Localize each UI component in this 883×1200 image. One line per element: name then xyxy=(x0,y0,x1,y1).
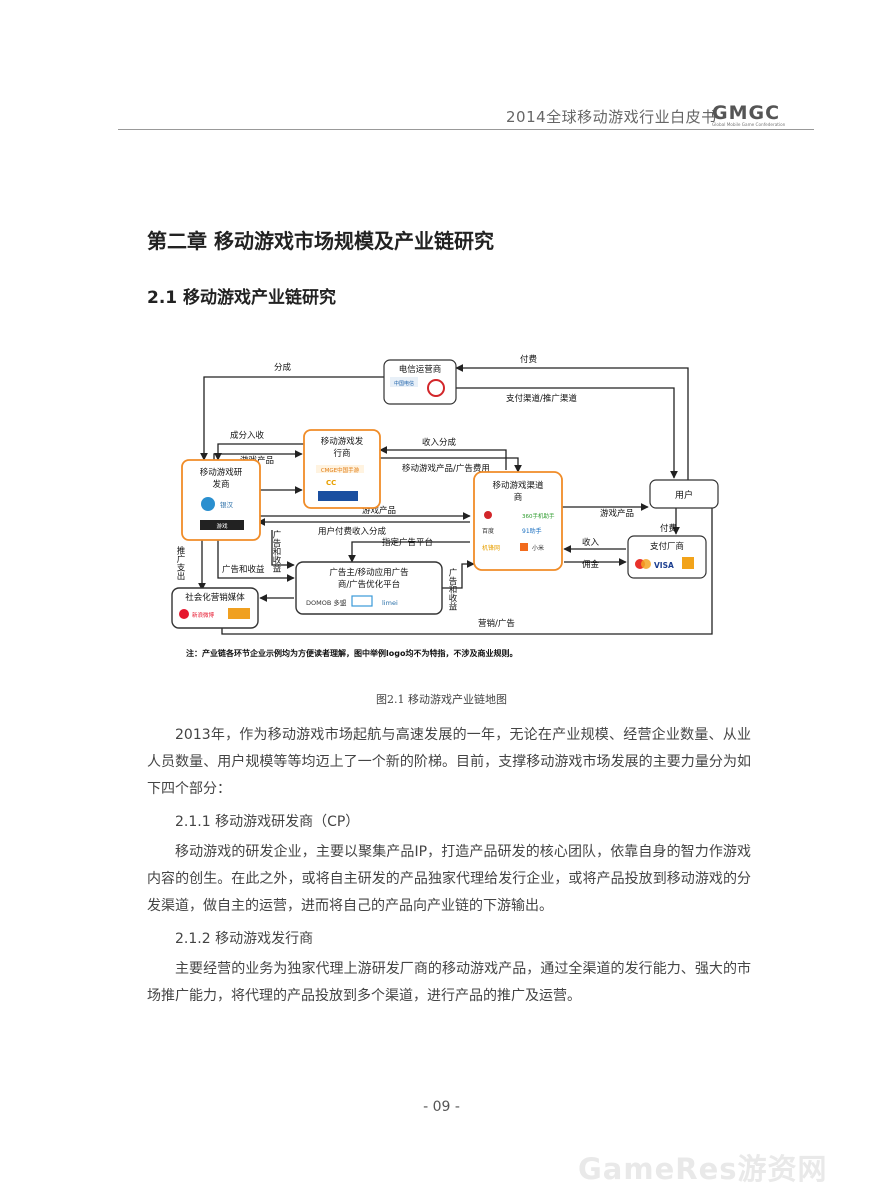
svg-text:移动游戏发: 移动游戏发 xyxy=(321,436,364,447)
watermark: GameRes游资网 xyxy=(578,1152,828,1186)
node-publisher: 移动游戏发 行商 CMGE中国手游 CC xyxy=(303,429,381,509)
edge-label-product-ad-fee: 移动游戏产品/广告费用 xyxy=(402,463,490,474)
svg-text:支付厂商: 支付厂商 xyxy=(650,541,684,552)
section-title: 2.1 移动游戏产业链研究 xyxy=(147,288,337,308)
figure-caption: 图2.1 移动游戏产业链地图 xyxy=(376,693,507,706)
edge-label-game-product-3: 游戏产品 xyxy=(600,508,634,519)
svg-text:发商: 发商 xyxy=(212,479,229,490)
edge-label-designated-ad: 指定广告平台 xyxy=(382,537,433,548)
svg-text:电信运营商: 电信运营商 xyxy=(399,364,442,375)
node-ad-platform: 广告主/移动应用广告 商/广告优化平台 DOMOB 多盟 limei xyxy=(295,561,443,615)
svg-text:移动游戏研: 移动游戏研 xyxy=(200,467,243,478)
paragraph-intro: 2013年，作为移动游戏市场起航与高速发展的一年，无论在产业规模、经营企业数量、… xyxy=(147,727,751,797)
svg-text:社会化营销媒体: 社会化营销媒体 xyxy=(185,592,245,603)
paragraph-publisher: 主要经营的业务为独家代理上游研发厂商的移动游戏产品，通过全渠道的发行能力、强大的… xyxy=(147,961,751,1004)
edge-label-income-share: 收入分成 xyxy=(422,437,457,448)
edge-label-promo-expense: 推广支出 xyxy=(175,545,185,581)
header-divider xyxy=(118,129,814,130)
edge-label-marketing-ad: 营销/广告 xyxy=(478,618,515,629)
logo-360: 360手机助手 xyxy=(522,512,555,520)
svg-text:广告主/移动应用广告: 广告主/移动应用广告 xyxy=(329,567,408,578)
edge-label-income: 收入 xyxy=(582,537,600,548)
subsection-title-cp: 2.1.1 移动游戏研发商（CP） xyxy=(175,814,360,830)
logo-cmge: CMGE中国手游 xyxy=(321,466,360,474)
chapter-title: 第二章 移动游戏市场规模及产业链研究 xyxy=(147,229,494,253)
edge-label-game-product-2: 游戏产品 xyxy=(362,505,396,516)
edge-label-share: 分成 xyxy=(274,362,292,373)
edge-label-pay-fee: 付费 xyxy=(520,354,538,365)
logo-xiaomi: 小米 xyxy=(532,544,544,552)
diagram-note: 注：产业链各环节企业示例均为方便读者理解，图中举例logo均不为特指，不涉及商业… xyxy=(186,648,517,658)
subsection-title-publisher: 2.1.2 移动游戏发行商 xyxy=(175,931,314,947)
edge-label-ad-and-revenue: 广告和收益 xyxy=(222,564,265,575)
logo-weibo: 新浪微博 xyxy=(192,611,215,619)
logo-gfan: 机锋网 xyxy=(482,544,500,552)
node-payment: 支付厂商 VISA xyxy=(627,535,707,579)
svg-text:商/广告优化平台: 商/广告优化平台 xyxy=(338,579,400,590)
node-channel: 移动游戏渠道 商 360手机助手 百度 91助手 机锋网 小米 xyxy=(473,471,563,571)
edge-label-ad-revenue-v: 广告和收益 xyxy=(271,529,281,572)
node-telecom: 电信运营商 中国电信 xyxy=(383,359,457,405)
node-user: 用户 xyxy=(649,479,719,509)
edge-label-ad-revenue-v2: 广告和收益 xyxy=(447,567,457,610)
logo-91: 91助手 xyxy=(522,527,542,535)
edge-label-pay-fee-2: 付费 xyxy=(660,523,678,534)
svg-text:用户: 用户 xyxy=(675,489,693,501)
logo-domob: DOMOB 多盟 xyxy=(306,598,347,607)
logo-baidu: 百度 xyxy=(482,527,494,535)
logo-telecom: 中国电信 xyxy=(394,380,414,387)
paragraph-cp: 移动游戏的研发企业，主要以聚集产品IP，打造产品研发的核心团队，依靠自身的智力作… xyxy=(147,844,751,914)
svg-text:行商: 行商 xyxy=(333,448,350,459)
logo-dev-b: 游戏 xyxy=(216,522,228,530)
logo-yinhan: 银汉 xyxy=(220,500,234,509)
logo-cc: CC xyxy=(326,479,336,487)
logo-limei: limei xyxy=(382,599,398,607)
node-social-media: 社会化营销媒体 新浪微博 xyxy=(171,587,259,629)
svg-text:移动游戏渠道: 移动游戏渠道 xyxy=(492,480,544,491)
edge-label-commission: 佣金 xyxy=(582,559,600,570)
industry-chain-diagram: 分成 付费 支付渠道/推广渠道 成分入收 游戏产品 收入分成 移动游戏产品/广告… xyxy=(171,354,719,658)
edge-label-user-pay-share: 用户付费收入分成 xyxy=(318,526,387,537)
svg-text:GMGC: GMGC xyxy=(712,104,780,124)
edge-label-pay-channel: 支付渠道/推广渠道 xyxy=(506,393,577,404)
gmgc-logo: GMGC Global Mobile Game Confederation xyxy=(712,104,786,127)
node-developer: 移动游戏研 发商 银汉 游戏 xyxy=(181,459,261,541)
svg-text:Global Mobile Game Confederati: Global Mobile Game Confederation xyxy=(712,122,786,127)
logo-visa: VISA xyxy=(654,561,674,570)
page-number: - 09 - xyxy=(423,1099,460,1115)
svg-text:商: 商 xyxy=(514,492,523,503)
edge-label-revenue-in: 成分入收 xyxy=(230,430,265,441)
document-header-title: 2014全球移动游戏行业白皮书 xyxy=(506,108,717,126)
